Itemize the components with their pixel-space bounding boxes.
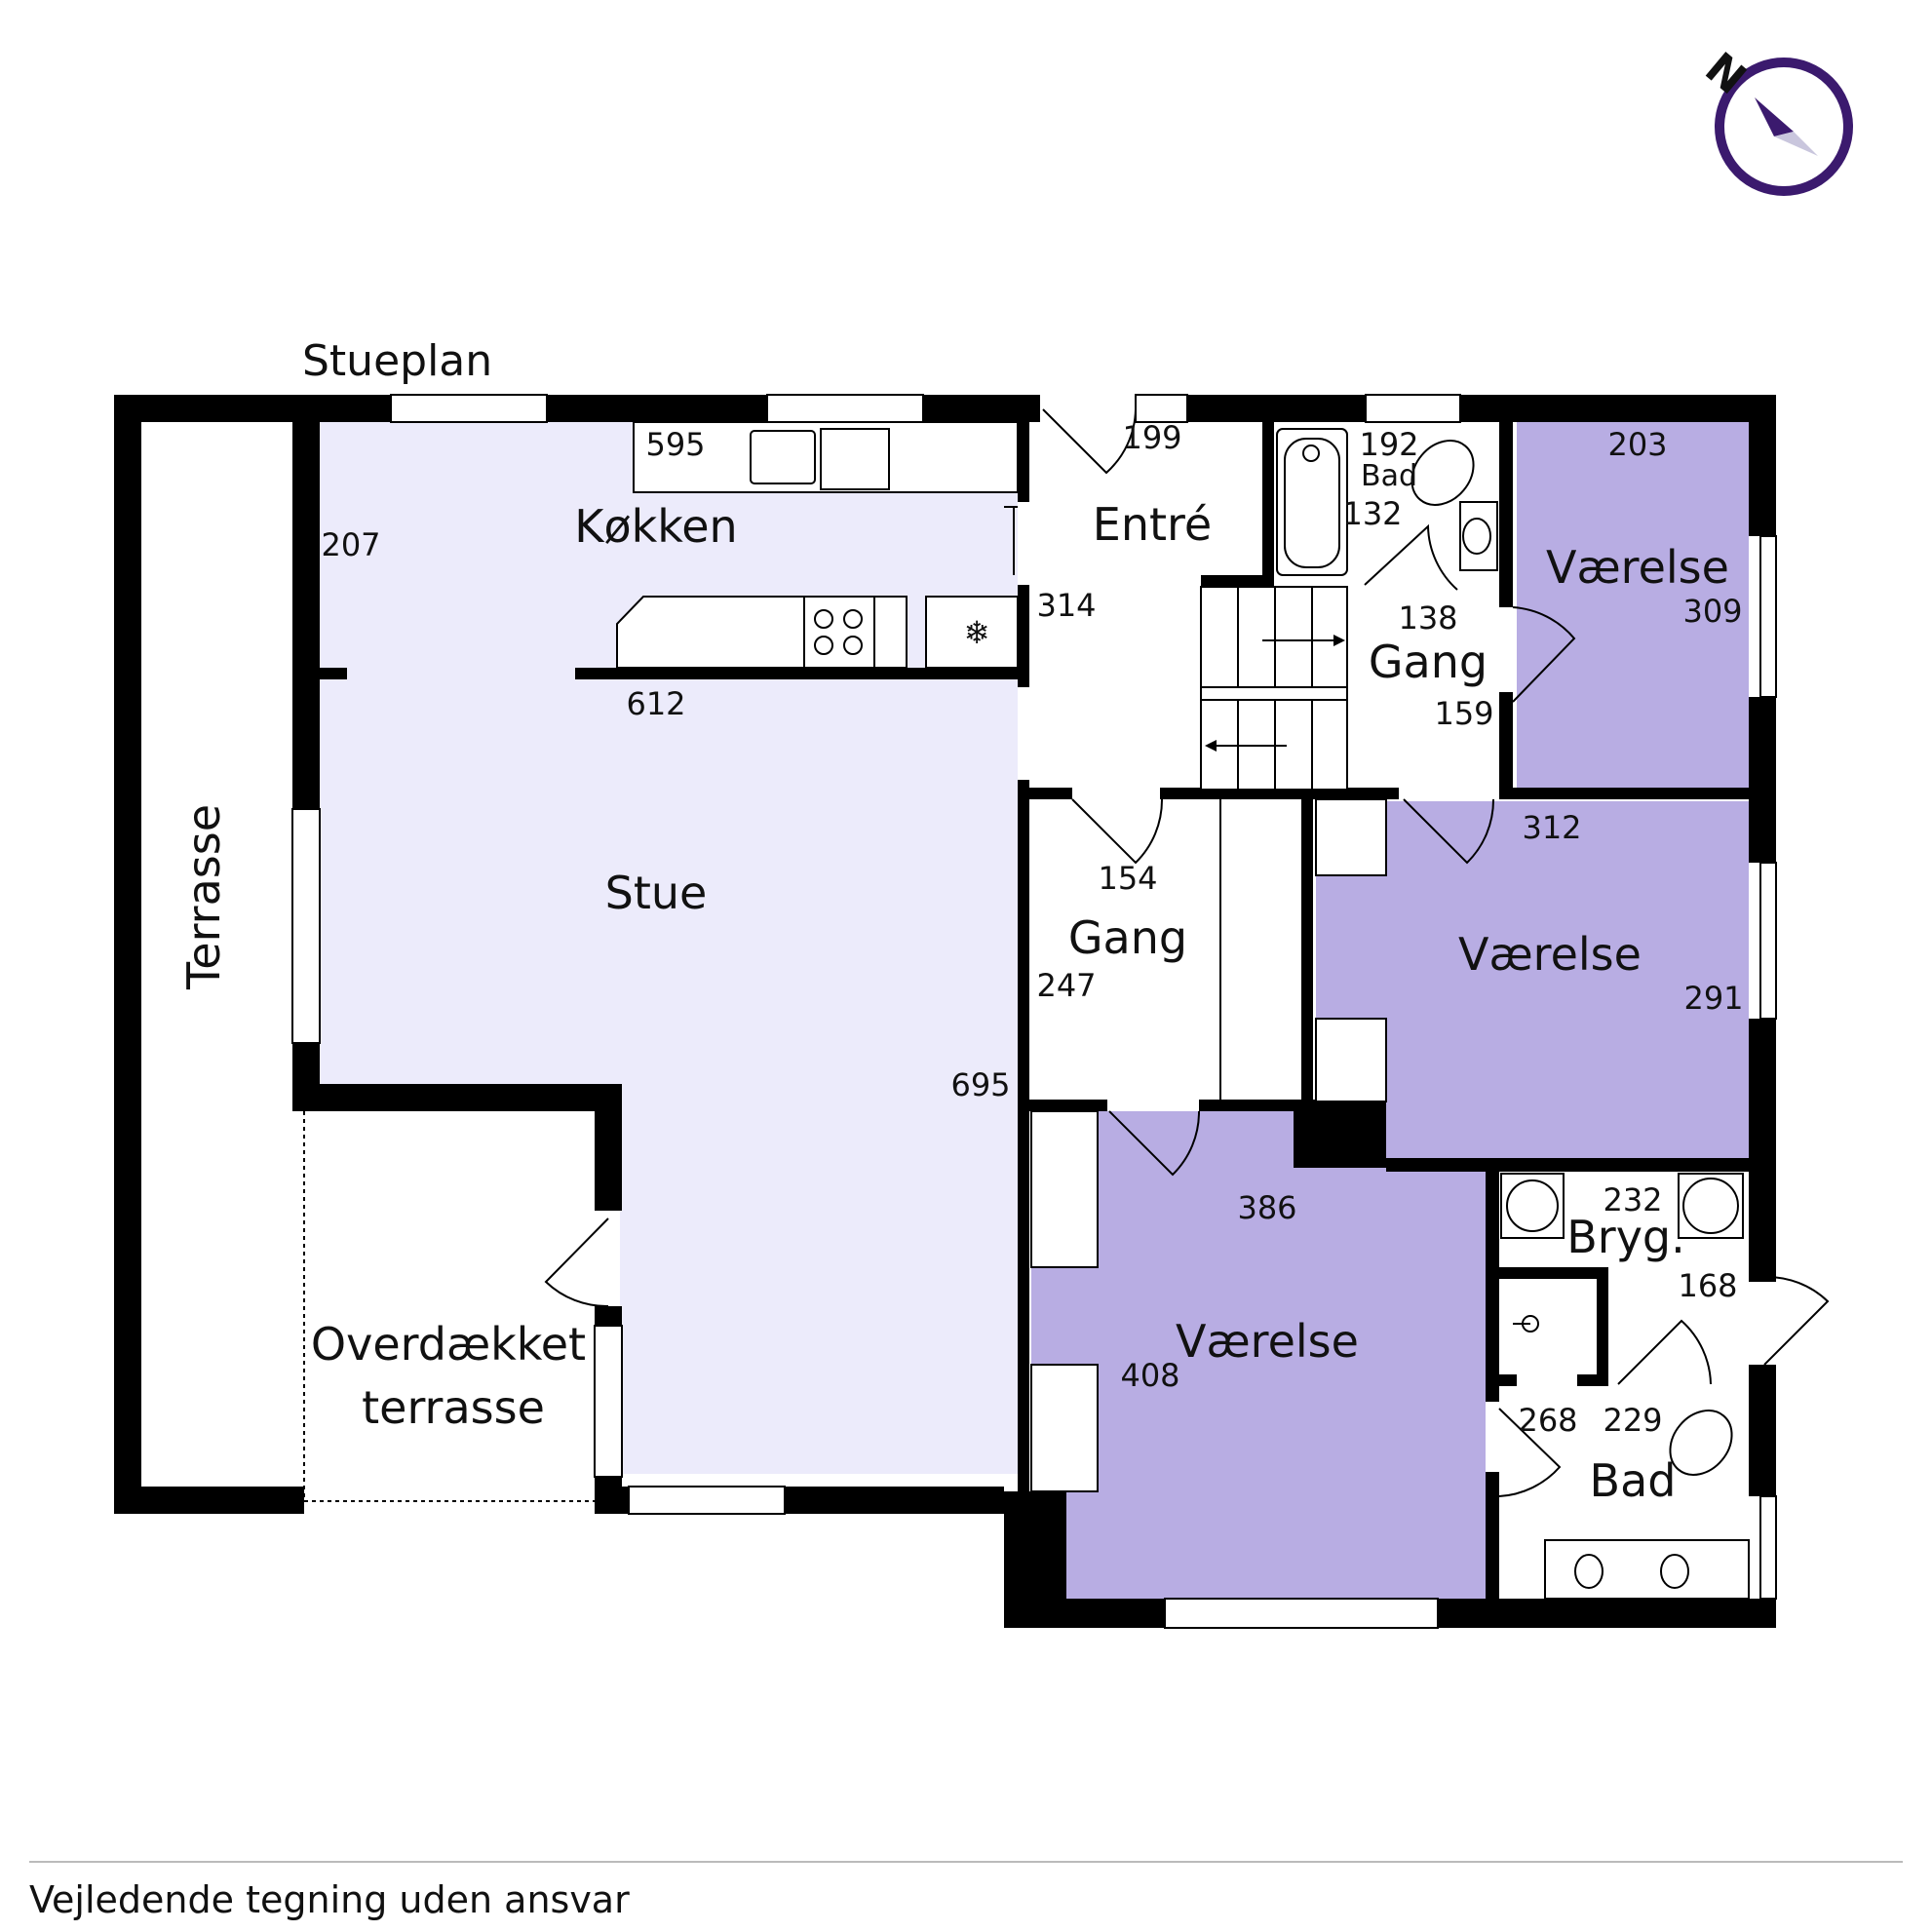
dim-label: 154 <box>1098 860 1157 897</box>
dim-label: 312 <box>1522 809 1581 846</box>
plan-title: Stueplan <box>302 336 492 386</box>
stairs <box>1200 586 1348 791</box>
dim-label: 132 <box>1342 495 1402 532</box>
room-label-overdaekket-1: Overdækket <box>311 1318 586 1371</box>
dim-label: 268 <box>1518 1402 1577 1439</box>
room-label-overdaekket-2: terrasse <box>362 1381 545 1434</box>
dim-label: 159 <box>1434 695 1493 732</box>
compass-north-label: N <box>1696 43 1756 104</box>
dim-label: 229 <box>1603 1402 1662 1439</box>
dimension-labels: 595 207 612 314 199 192 132 138 159 203 … <box>321 419 1743 1439</box>
doors <box>544 408 1830 1497</box>
dim-label: 695 <box>950 1066 1010 1103</box>
dim-label: 203 <box>1607 426 1667 463</box>
vaerelse-mid-area <box>1316 801 1749 1160</box>
dim-label: 199 <box>1122 419 1181 456</box>
vaerelse-ne-area <box>1517 422 1749 789</box>
footer-disclaimer: Vejledende tegning uden ansvar <box>29 1878 630 1921</box>
closets <box>1030 798 1387 1492</box>
compass-needle-icon <box>1755 97 1794 136</box>
room-label-vaerelse-3: Værelse <box>1176 1315 1359 1368</box>
room-label-bryg: Bryg. <box>1566 1211 1685 1263</box>
dim-label: 595 <box>645 426 705 463</box>
room-label-gang-1: Gang <box>1369 636 1488 688</box>
compass: N <box>1696 43 1853 196</box>
dim-label: 232 <box>1603 1181 1662 1218</box>
windows <box>291 394 1777 1629</box>
room-label-bad-2: Bad <box>1590 1454 1677 1507</box>
vaerelse-s-area <box>1031 1111 1486 1599</box>
dim-label: 612 <box>626 685 685 722</box>
dim-label: 168 <box>1678 1267 1737 1304</box>
room-label-gang-2: Gang <box>1068 911 1187 964</box>
room-label-bad-1: Bad <box>1361 459 1417 493</box>
kitchen-fixtures: ❄ <box>616 421 1019 669</box>
room-label-stue: Stue <box>605 867 708 919</box>
room-label-entre: Entré <box>1093 498 1212 551</box>
bath-fixtures <box>1276 428 1750 1600</box>
dim-label: 314 <box>1036 587 1096 624</box>
terrasse-outline <box>114 395 595 1514</box>
room-label-vaerelse-1: Værelse <box>1546 541 1729 594</box>
dim-label: 138 <box>1398 599 1457 637</box>
dim-label: 309 <box>1682 593 1742 630</box>
compass-ring-icon <box>1715 58 1853 196</box>
dim-label: 207 <box>321 526 380 563</box>
room-label-terrasse: Terrasse <box>177 804 230 990</box>
dim-label: 192 <box>1359 426 1418 463</box>
room-label-kokken: Køkken <box>574 500 737 553</box>
walls <box>292 395 1776 1628</box>
room-fills <box>320 422 1749 1599</box>
room-label-vaerelse-2: Værelse <box>1458 928 1642 981</box>
dim-label: 386 <box>1237 1189 1296 1226</box>
dim-label: 408 <box>1120 1357 1179 1394</box>
dim-label: 291 <box>1683 980 1743 1017</box>
stue-kokken-area <box>320 422 1018 1474</box>
room-labels: Køkken Stue Entré Gang Gang Værelse Være… <box>177 459 1729 1507</box>
svg-text:❄: ❄ <box>964 614 990 651</box>
dim-label: 247 <box>1036 967 1096 1004</box>
